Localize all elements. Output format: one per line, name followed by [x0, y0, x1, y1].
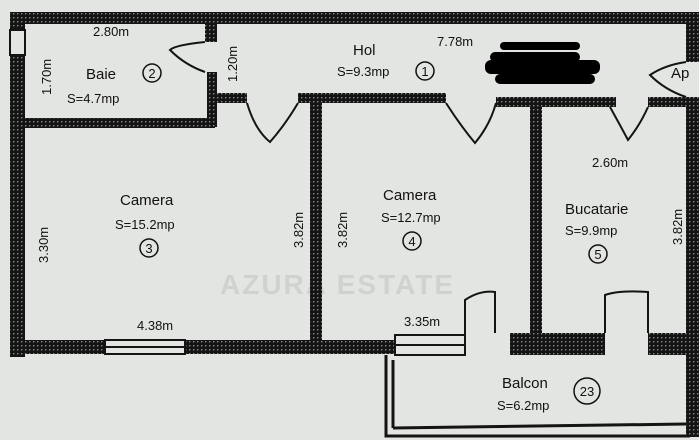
- svg-text:Balcon: Balcon: [502, 375, 548, 392]
- svg-text:Camera: Camera: [120, 192, 174, 209]
- svg-text:4: 4: [408, 234, 415, 249]
- dim-camera3-width: 4.38m: [137, 318, 173, 333]
- svg-text:S=9.3mp: S=9.3mp: [337, 64, 389, 79]
- room-hol: Hol S=9.3mp 1: [337, 42, 435, 81]
- dim-baie-width: 2.80m: [93, 24, 129, 39]
- svg-text:S=9.9mp: S=9.9mp: [565, 223, 617, 238]
- room-baie: Baie S=4.7mp 2: [67, 63, 162, 106]
- dim-camera4-width: 3.35m: [404, 314, 440, 329]
- svg-text:S=6.2mp: S=6.2mp: [497, 398, 549, 413]
- windows: [9, 29, 466, 356]
- svg-text:S=15.2mp: S=15.2mp: [115, 217, 175, 232]
- svg-text:1: 1: [421, 64, 428, 79]
- dim-baie-height: 1.70m: [39, 59, 54, 95]
- dim-camera3-side: 3.82m: [291, 212, 306, 248]
- dim-camera4-height: 3.82m: [335, 212, 350, 248]
- door-swings: [168, 41, 687, 335]
- room-balcon: Balcon S=6.2mp 23: [497, 375, 601, 413]
- entrance-label: Ap: [671, 65, 689, 82]
- dim-hol-door: 1.20m: [225, 46, 240, 82]
- dim-camera3-height: 3.30m: [36, 227, 51, 263]
- svg-text:5: 5: [594, 247, 601, 262]
- svg-text:Bucatarie: Bucatarie: [565, 201, 628, 218]
- svg-text:3: 3: [145, 241, 152, 256]
- balcony-outline: [384, 355, 690, 438]
- room-camera-4: Camera S=12.7mp 4: [381, 187, 441, 251]
- svg-text:S=4.7mp: S=4.7mp: [67, 91, 119, 106]
- svg-text:Camera: Camera: [383, 187, 437, 204]
- dim-bucatarie-height: 3.82m: [670, 209, 685, 245]
- svg-text:23: 23: [580, 384, 594, 399]
- watermark: AZURA ESTATE: [220, 269, 455, 300]
- svg-text:S=12.7mp: S=12.7mp: [381, 210, 441, 225]
- walls: [10, 12, 699, 437]
- room-camera-3: Camera S=15.2mp 3: [115, 192, 175, 258]
- dim-hol-length: 7.78m: [437, 34, 473, 49]
- room-bucatarie: Bucatarie S=9.9mp 5: [565, 201, 628, 264]
- dim-bucatarie-width: 2.60m: [592, 155, 628, 170]
- svg-text:Hol: Hol: [353, 42, 376, 59]
- svg-text:2: 2: [148, 66, 155, 81]
- svg-text:Baie: Baie: [86, 66, 116, 83]
- redaction-scribble: [485, 42, 600, 84]
